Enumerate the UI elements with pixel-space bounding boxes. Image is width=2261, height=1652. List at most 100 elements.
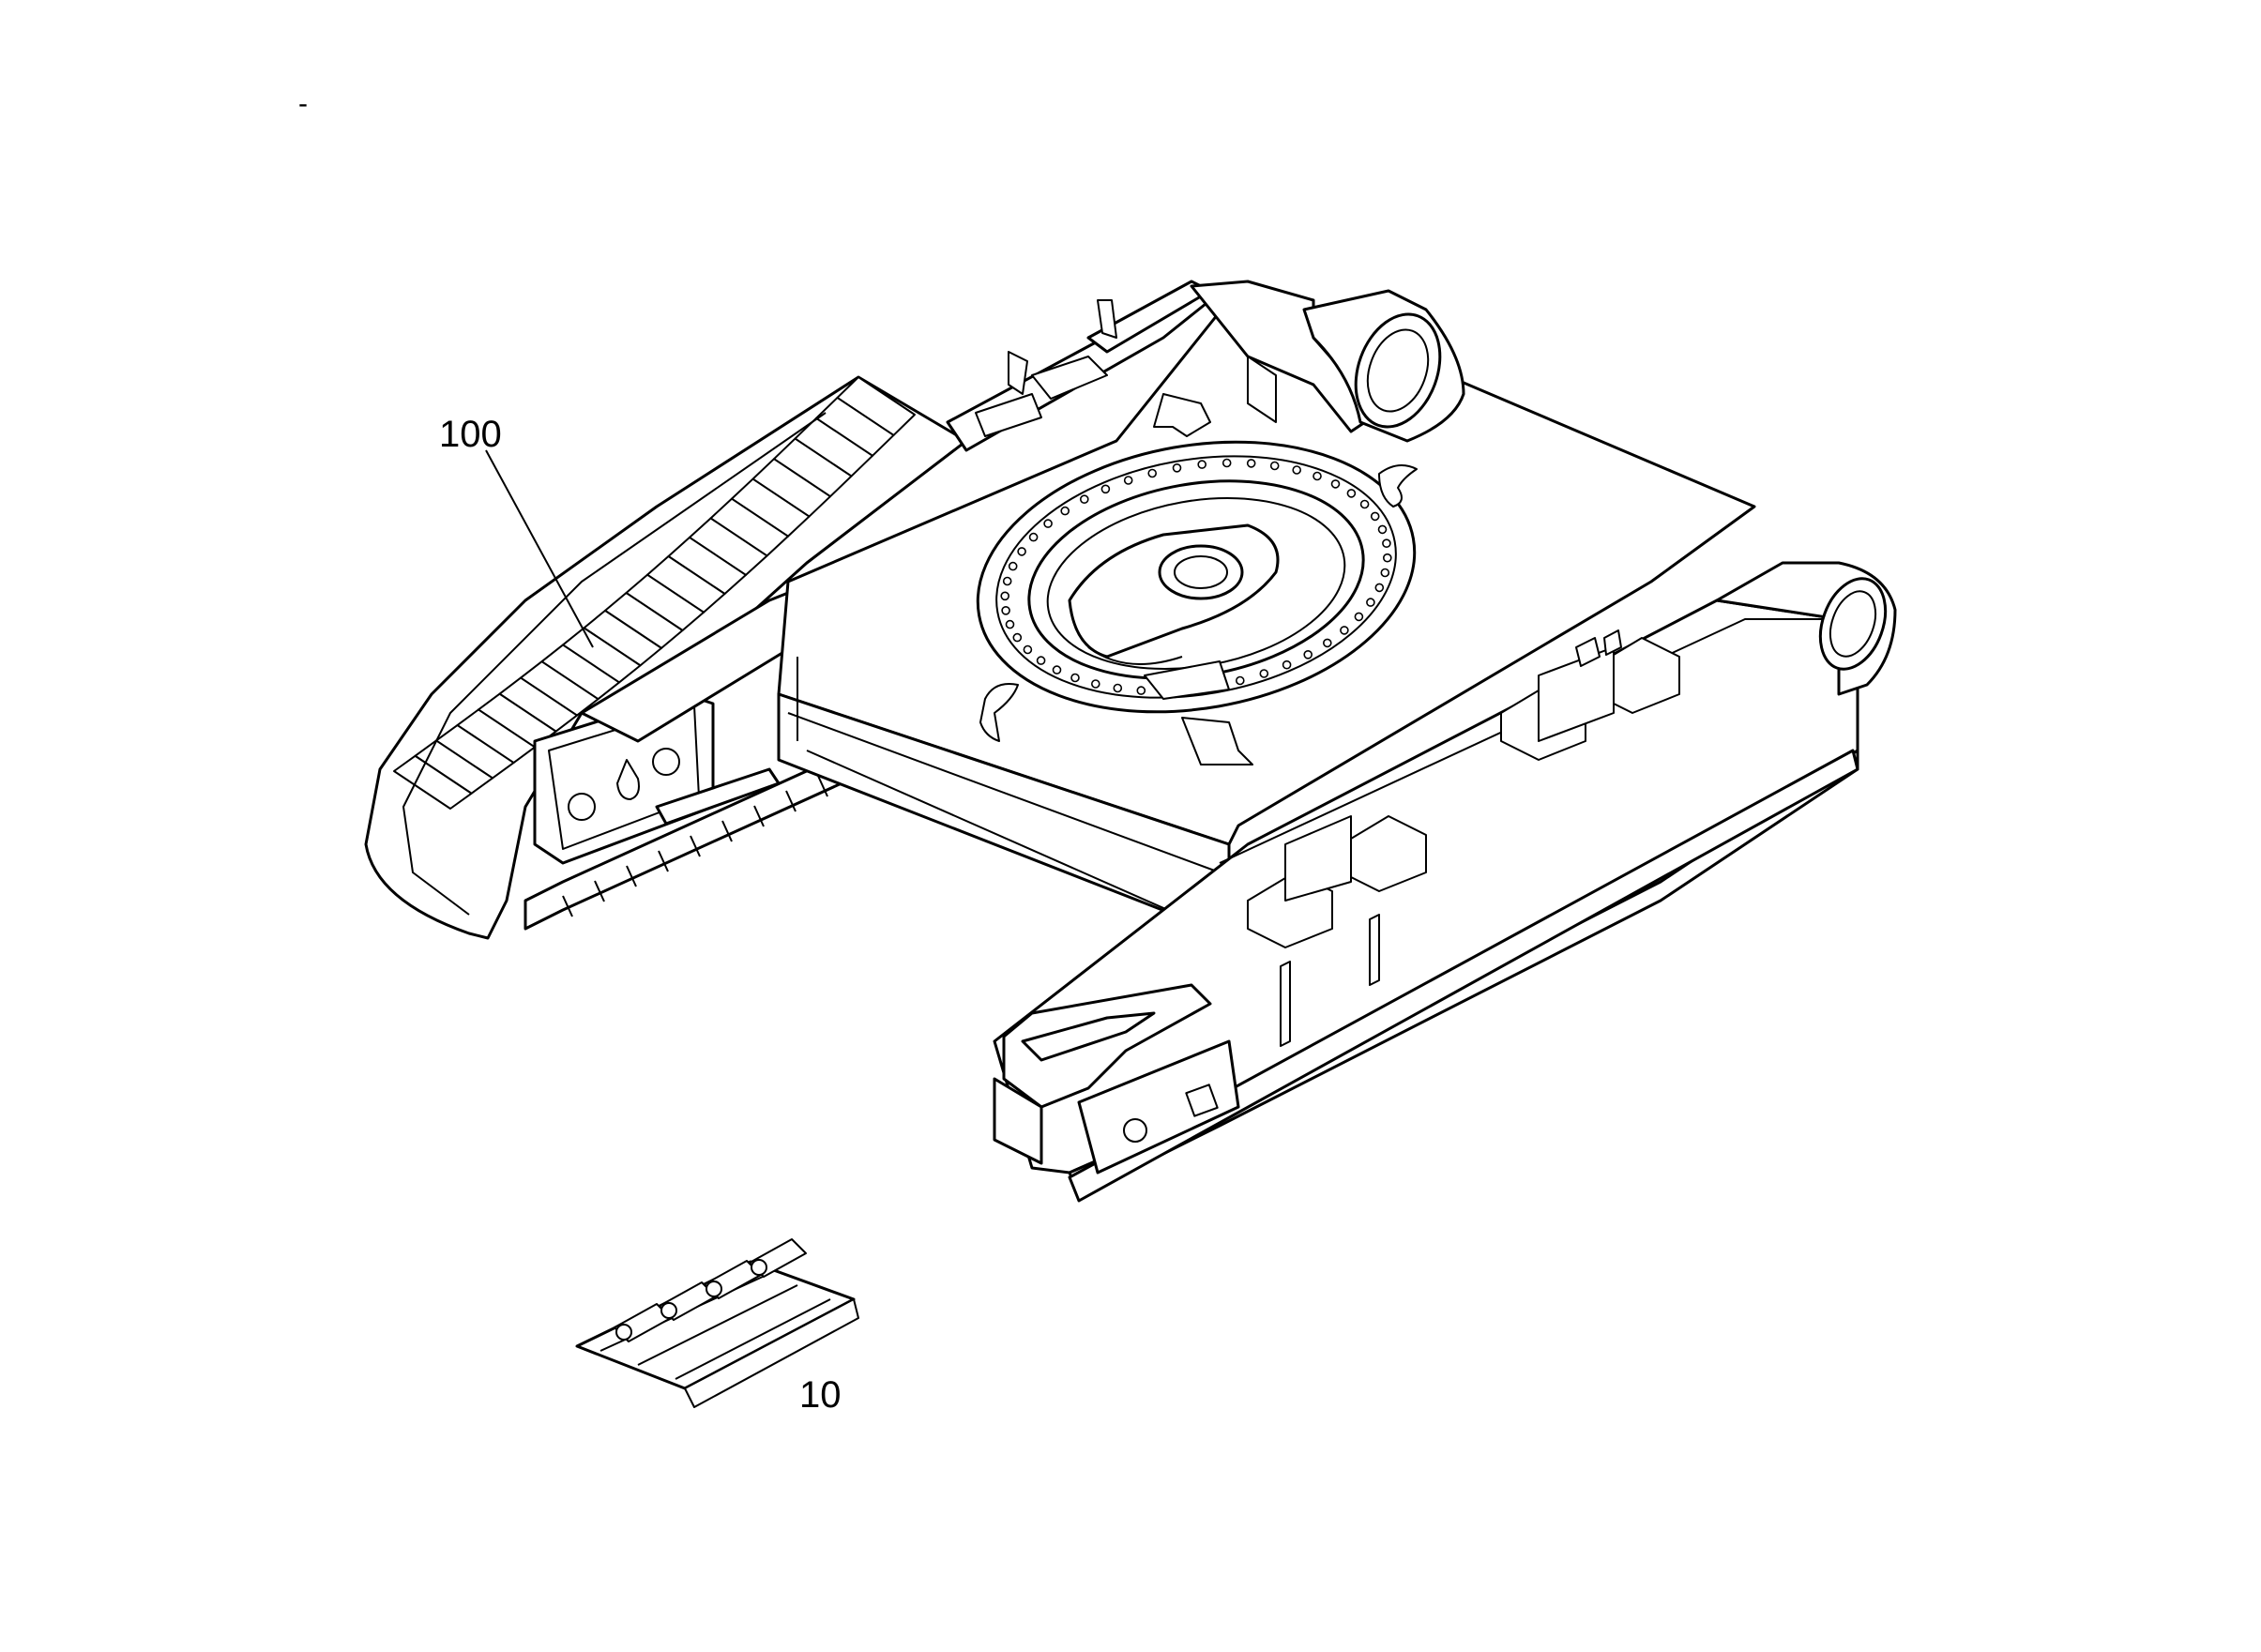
chain-segment-line-2 bbox=[637, 1284, 798, 1366]
rear-hanger-2 bbox=[1097, 299, 1117, 339]
bolt-hole bbox=[1330, 479, 1341, 489]
bolt-hole bbox=[1000, 591, 1009, 601]
bolt-hole bbox=[1023, 644, 1033, 655]
chain-link-pin bbox=[751, 1259, 767, 1276]
bolt-hole bbox=[1123, 476, 1133, 485]
bottom-shoe-line bbox=[626, 865, 637, 887]
rear-housing-brace bbox=[1247, 356, 1277, 423]
bolt-hole bbox=[1346, 489, 1357, 498]
bottom-shoe-line bbox=[817, 775, 828, 797]
rear-motor-flange-left bbox=[1354, 312, 1442, 429]
bolt-hole bbox=[1036, 656, 1046, 665]
idler-yoke-slot bbox=[1021, 1011, 1156, 1062]
bolt-hole bbox=[1060, 506, 1070, 516]
rear-motor-bore-left bbox=[1366, 328, 1430, 413]
center-joint-bore-inner bbox=[1174, 555, 1228, 589]
bolt-hole bbox=[1340, 626, 1349, 635]
bolt-hole bbox=[1374, 583, 1385, 593]
chain-segment-links bbox=[614, 1238, 807, 1342]
right-track-frame bbox=[993, 570, 1859, 1203]
bolt-hole bbox=[1292, 465, 1301, 475]
bottom-shoe-line bbox=[562, 895, 573, 917]
corner-mark: - bbox=[298, 88, 308, 119]
bottom-shoe-line bbox=[753, 805, 765, 827]
bolt-hole bbox=[1091, 679, 1100, 689]
bracket-hole-2 bbox=[652, 748, 680, 776]
right-frame-top-lip bbox=[1219, 618, 1848, 864]
track-inner-edge bbox=[402, 412, 827, 916]
chain-link-pin bbox=[615, 1324, 632, 1341]
roller-bracket-left bbox=[1284, 815, 1352, 902]
bolt-hole bbox=[1380, 568, 1390, 578]
bolt-hole bbox=[1001, 605, 1010, 615]
yoke-hole bbox=[1123, 1118, 1147, 1143]
bolt-hole bbox=[1080, 494, 1089, 505]
bolt-hole bbox=[1052, 665, 1062, 674]
bolt-hole bbox=[1313, 471, 1322, 481]
bolt-hole bbox=[1259, 669, 1269, 678]
bolt-head-2 bbox=[1603, 629, 1622, 656]
chain-link-pin bbox=[660, 1302, 677, 1319]
stopper-lug-rear bbox=[1153, 393, 1211, 437]
idler-yoke-top bbox=[1002, 983, 1212, 1109]
lift-hook-right bbox=[1378, 464, 1418, 508]
bolt-hole bbox=[1354, 612, 1364, 622]
bottom-shoe-line bbox=[690, 835, 701, 857]
bolt-hole bbox=[1017, 547, 1026, 556]
callouts: 100 10 bbox=[439, 414, 842, 1416]
bolt-hole bbox=[1370, 511, 1380, 522]
bottom-shoe-line bbox=[594, 880, 605, 902]
bolt-hole bbox=[1246, 459, 1256, 468]
left-track-assembly bbox=[364, 375, 968, 940]
bolt-hole bbox=[1366, 598, 1375, 607]
leader-line-100 bbox=[485, 449, 594, 648]
bottom-shoe-line bbox=[721, 820, 733, 842]
callout-label-10: 10 bbox=[799, 1374, 842, 1416]
track-shoe bbox=[393, 754, 473, 810]
chain-segment-edge bbox=[684, 1298, 859, 1408]
swing-bearing bbox=[976, 393, 1418, 765]
bolt-hole bbox=[1172, 462, 1182, 473]
bottom-shoe-line bbox=[785, 790, 797, 812]
grease-fitting bbox=[616, 759, 640, 800]
bolt-hole bbox=[1236, 675, 1245, 686]
bolt-hole bbox=[1070, 673, 1080, 683]
yoke-square-port bbox=[1185, 1084, 1219, 1117]
bolt-hole bbox=[1002, 576, 1012, 586]
bolt-hole bbox=[1382, 538, 1391, 549]
bolt-hole bbox=[1303, 649, 1313, 659]
bolt-hole bbox=[1269, 461, 1280, 471]
bolt-hole bbox=[1147, 468, 1157, 478]
bolt-hole bbox=[1113, 683, 1123, 693]
bolt-hole bbox=[1383, 553, 1392, 563]
rear-hanger-1 bbox=[1008, 351, 1028, 395]
bolt-hole bbox=[1043, 519, 1053, 528]
bolt-hole bbox=[1028, 532, 1039, 542]
swing-ring-bolt-circle bbox=[995, 455, 1397, 699]
track-chain-segment-detail bbox=[575, 1238, 859, 1408]
bolt-hole bbox=[1323, 638, 1332, 648]
bottom-shoe-line bbox=[658, 850, 669, 872]
rear-drive-housings bbox=[1190, 280, 1897, 696]
chain-link-pin bbox=[706, 1281, 722, 1297]
hanger-plate-2 bbox=[1369, 914, 1380, 986]
bolt-head-1 bbox=[1575, 637, 1601, 667]
bolt-hole bbox=[1359, 499, 1370, 509]
bolt-hole bbox=[1012, 632, 1023, 643]
bolt-hole bbox=[1005, 619, 1015, 629]
right-frame-bottom-flange bbox=[1068, 749, 1859, 1203]
center-frame-seam bbox=[787, 712, 1221, 873]
rear-motor-flange-right bbox=[1818, 577, 1888, 671]
track-shoes bbox=[393, 376, 916, 810]
idler-yoke-right-plate bbox=[1077, 1039, 1240, 1175]
chain-segment-line-3 bbox=[675, 1298, 831, 1380]
housing-bottom-block bbox=[1144, 660, 1230, 700]
bolt-hole bbox=[1197, 460, 1206, 469]
center-joint-bore bbox=[1158, 544, 1244, 600]
rear-motor-bore-right bbox=[1829, 590, 1877, 658]
track-adjuster bbox=[655, 767, 781, 826]
carrier-roller-bracket-1 bbox=[1031, 356, 1108, 400]
carrier-roller-bracket-2 bbox=[975, 393, 1042, 437]
bolt-hole bbox=[1100, 484, 1111, 494]
